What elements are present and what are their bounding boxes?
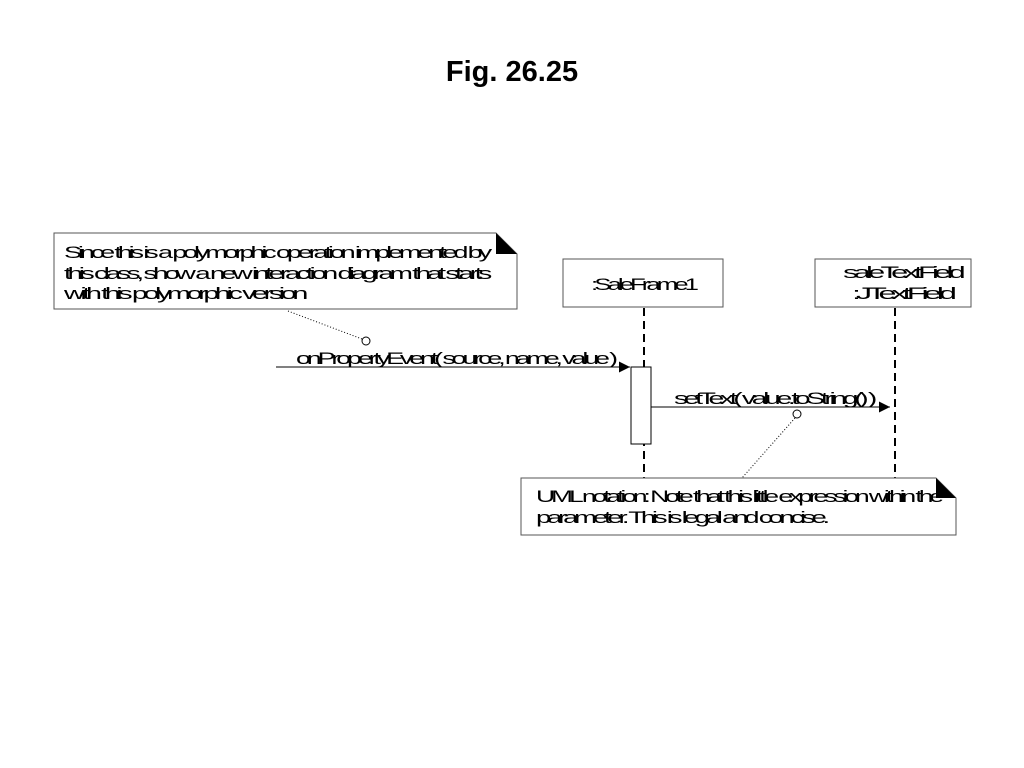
note-box [53, 232, 518, 310]
page-title: Fig. 26.25 [445, 56, 579, 88]
lifeline-label: :SaleFrame1 [591, 275, 698, 294]
lifeline-sale-frame: :SaleFrame1 [562, 258, 724, 478]
note-anchor-circle [792, 409, 802, 419]
lifeline-label: saleTextField [843, 263, 965, 282]
lifeline-head-sale-text-field [814, 258, 972, 308]
note-fold-icon [936, 478, 956, 498]
note-line: parameter. This is legal and concise. [536, 508, 829, 527]
uml-notation-note: UML notation: Note that this little expr… [520, 477, 957, 536]
lifeline-head-sale-frame [562, 258, 724, 308]
note-anchor-circle [361, 336, 371, 346]
note-box [520, 477, 957, 536]
note-line: this class, show a new interaction diagr… [64, 264, 491, 283]
polymorphism-note: Since this is a polymorphic operation im… [53, 232, 518, 310]
note-anchor-line [287, 310, 363, 340]
message-label: onPropertyEvent( source, name, value ) [296, 349, 617, 368]
lifeline-label: :JTextField [852, 284, 956, 303]
note-anchor-line [741, 417, 796, 479]
message-set-text: setText( value.toString() ) [651, 389, 890, 413]
message-on-property-event: onPropertyEvent( source, name, value ) [276, 349, 630, 373]
note-line: Since this is a polymorphic operation im… [64, 243, 493, 262]
message-label: setText( value.toString() ) [674, 389, 876, 408]
note-line: with this polymorphic version [62, 284, 307, 303]
lifeline-sale-text-field: saleTextField :JTextField [814, 258, 972, 478]
note-line: UML notation: Note that this little expr… [536, 487, 943, 506]
activation-bar [630, 366, 652, 445]
note-fold-icon [496, 233, 517, 254]
